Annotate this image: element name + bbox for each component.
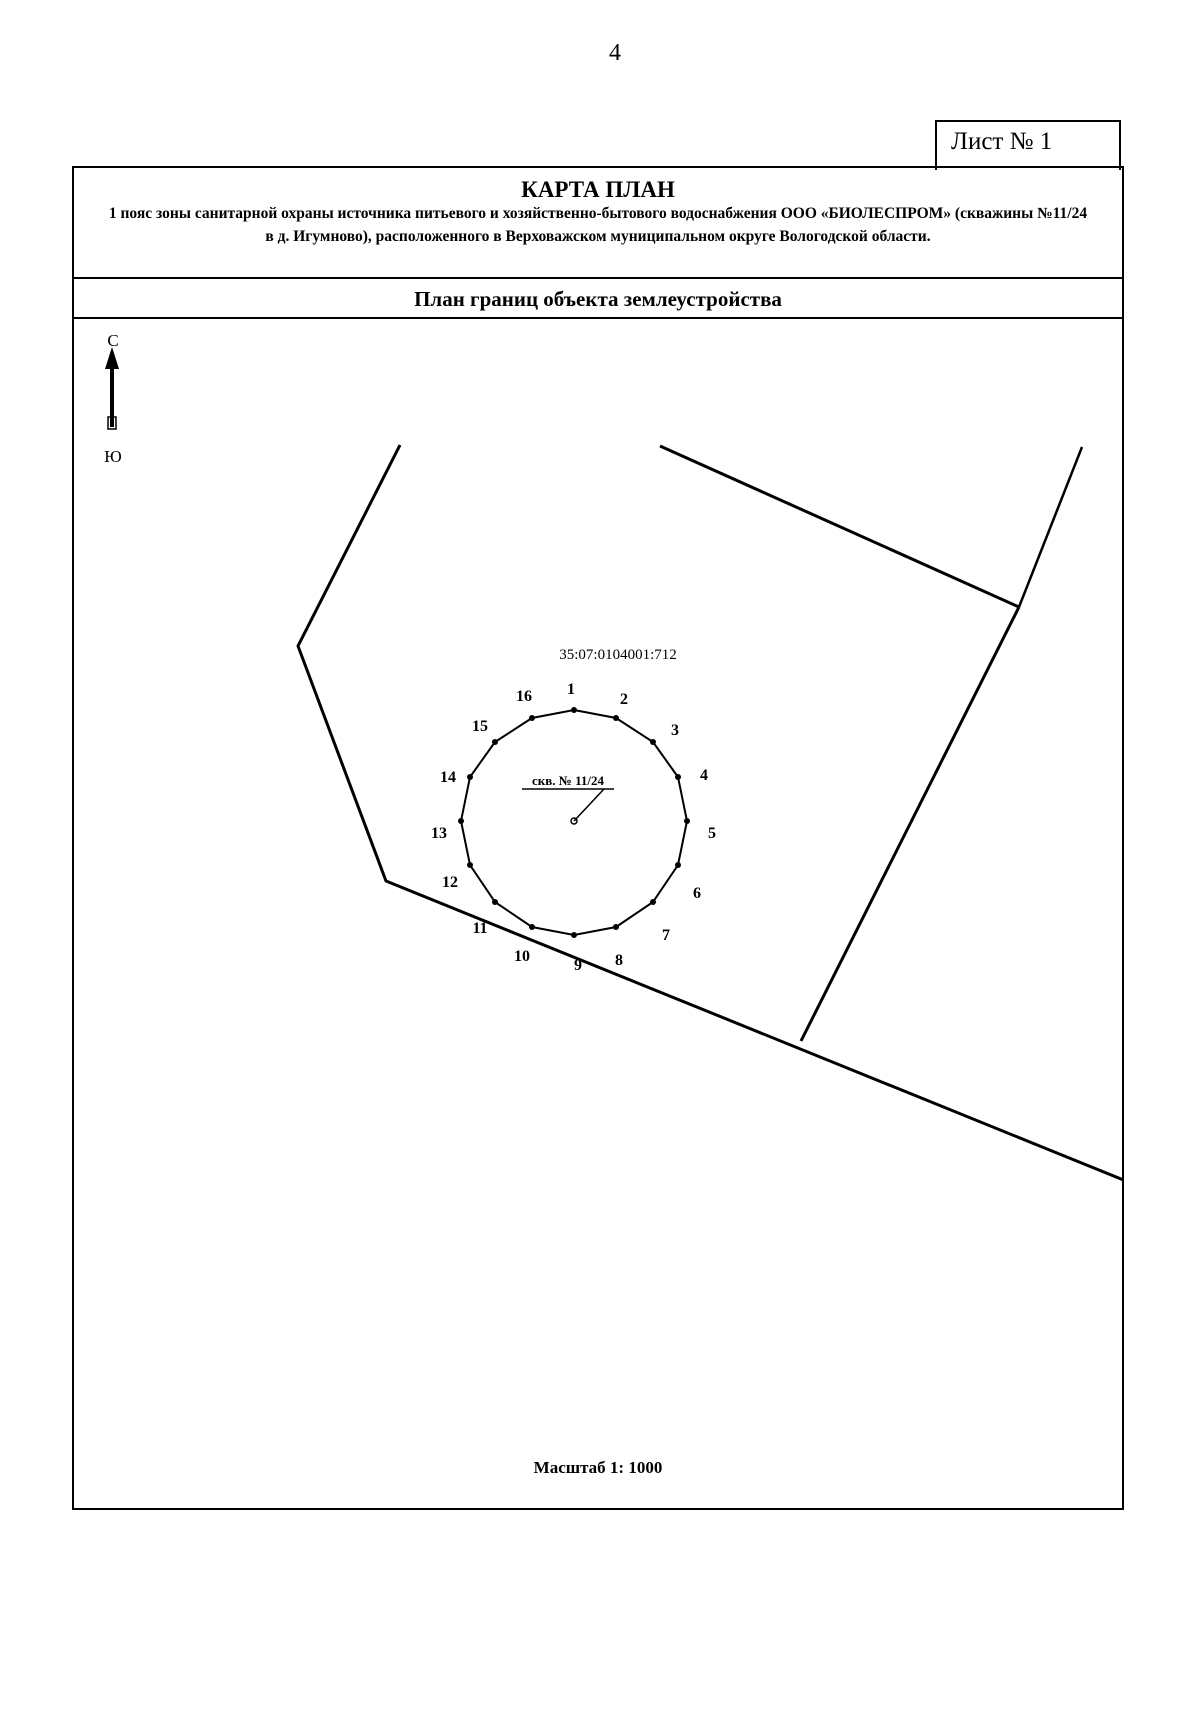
vertex-11 [492, 899, 498, 905]
point-label-5: 5 [708, 825, 716, 842]
well-leader-line [573, 788, 605, 822]
point-label-12: 12 [442, 874, 458, 891]
compass-south-label: Ю [104, 447, 122, 466]
point-label-6: 6 [693, 885, 701, 902]
vertex-4 [675, 774, 681, 780]
document-title: КАРТА ПЛАН [521, 177, 675, 202]
map-frame: КАРТА ПЛАН 1 пояс зоны санитарной охраны… [72, 166, 1124, 1510]
compass-north-label: С [107, 331, 119, 350]
vertex-3 [650, 739, 656, 745]
vertex-7 [650, 899, 656, 905]
zone-vertices [458, 707, 690, 938]
point-label-8: 8 [615, 952, 623, 969]
parcel-boundary-north [659, 444, 1020, 609]
parcel-boundary-east [1017, 446, 1084, 608]
vertex-8 [613, 924, 619, 930]
vertex-14 [467, 774, 473, 780]
vertex-2 [613, 715, 619, 721]
document-header: КАРТА ПЛАН 1 пояс зоны санитарной охраны… [74, 168, 1122, 279]
point-label-1: 1 [567, 681, 575, 698]
map-drawing: 35:07:0104001:712 скв. № 11/24 1 2 3 4 5… [105, 347, 1122, 1181]
point-label-16: 16 [516, 688, 532, 705]
parcel-boundary-inner [799, 606, 1021, 1042]
page-number: 4 [609, 40, 621, 66]
point-label-4: 4 [700, 767, 708, 784]
map-scale: Масштаб 1: 1000 [533, 1458, 663, 1477]
well-label: скв. № 11/24 [532, 773, 604, 788]
vertex-13 [458, 818, 464, 824]
vertex-9 [571, 932, 577, 938]
vertex-5 [684, 818, 690, 824]
vertex-10 [529, 924, 535, 930]
vertex-16 [529, 715, 535, 721]
plan-subtitle: План границ объекта землеустройства [74, 279, 1122, 319]
point-label-13: 13 [431, 825, 447, 842]
vertex-15 [492, 739, 498, 745]
sheet-number-box: Лист № 1 [935, 120, 1121, 170]
vertex-12 [467, 862, 473, 868]
point-label-7: 7 [662, 927, 670, 944]
point-label-9: 9 [574, 957, 582, 974]
parcel-boundary-west [296, 444, 1122, 1181]
parcel-number-label: 35:07:0104001:712 [559, 647, 677, 663]
point-label-3: 3 [671, 722, 679, 739]
point-label-15: 15 [472, 718, 488, 735]
vertex-6 [675, 862, 681, 868]
point-label-11: 11 [472, 920, 487, 937]
point-label-2: 2 [620, 691, 628, 708]
document-description: 1 пояс зоны санитарной охраны источника … [108, 205, 1088, 245]
vertex-1 [571, 707, 577, 713]
point-label-14: 14 [440, 769, 456, 786]
point-label-10: 10 [514, 948, 530, 965]
north-arrow-icon [105, 347, 119, 430]
map-canvas: 35:07:0104001:712 скв. № 11/24 1 2 3 4 5… [74, 321, 1122, 1508]
